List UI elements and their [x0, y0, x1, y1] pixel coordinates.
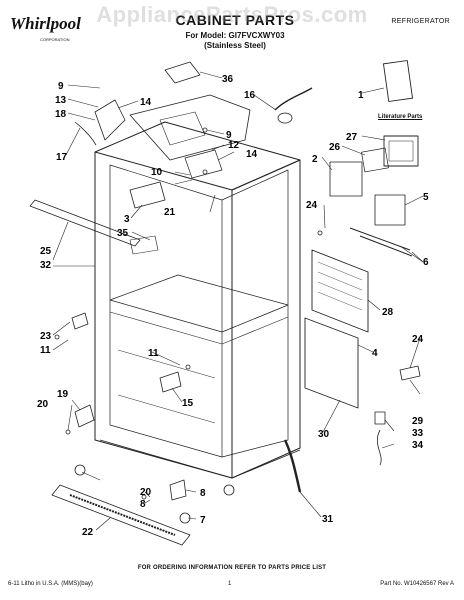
roller: [223, 484, 235, 496]
callout-6: 6: [423, 257, 429, 268]
control-board: [329, 161, 363, 197]
callout-8-repeat: 8: [200, 488, 206, 499]
brand-subtitle: CORPORATION: [40, 37, 70, 42]
callout-5: 5: [423, 192, 429, 203]
callout-1: 1: [358, 90, 364, 101]
callout-19: 19: [57, 389, 69, 400]
callout-3: 3: [124, 214, 130, 225]
callout-9: 9: [58, 81, 64, 92]
callout-20-repeat: 20: [140, 487, 152, 498]
document-type: REFRIGERATOR: [391, 18, 450, 25]
callout-24-repeat: 24: [412, 334, 424, 345]
callout-22: 22: [82, 527, 94, 538]
callout-33: 33: [412, 428, 424, 439]
rear-grille: [311, 249, 369, 333]
literature-book: [383, 60, 413, 102]
brand-logo: Whirlpool CORPORATION: [10, 14, 81, 44]
callout-11-repeat: 11: [148, 348, 159, 359]
brand-name: Whirlpool: [10, 14, 81, 33]
model-line: For Model: GI7FVCXWY03: [185, 31, 285, 40]
model-info: For Model: GI7FVCXWY03 (Stainless Steel): [150, 31, 320, 51]
callout-10: 10: [151, 167, 163, 178]
print-info: 6-11 Litho in U.S.A. (MMS)(bay): [8, 581, 93, 587]
callout-28: 28: [382, 307, 394, 318]
leader-lines: [52, 71, 424, 531]
callout-36: 36: [222, 74, 234, 85]
hinge-cover: [164, 61, 201, 84]
callout-8: 8: [140, 499, 146, 510]
callout-32: 32: [40, 260, 52, 271]
callout-20: 20: [37, 399, 49, 410]
water-tube: [274, 87, 313, 111]
callout-18: 18: [55, 109, 67, 120]
callout-21: 21: [164, 207, 176, 218]
callout-23: 23: [40, 331, 52, 342]
callout-14: 14: [140, 97, 152, 108]
callout-29: 29: [412, 416, 424, 427]
callout-12: 12: [228, 140, 240, 151]
callout-14-repeat: 14: [246, 149, 258, 160]
callout-9-repeat: 9: [226, 130, 232, 141]
callout-24: 24: [306, 200, 318, 211]
hinge-top: [184, 149, 223, 179]
handle: [283, 439, 302, 493]
callout-4: 4: [372, 348, 378, 359]
callout-16: 16: [244, 90, 256, 101]
cabinet-side: [231, 159, 301, 479]
ordering-note: FOR ORDERING INFORMATION REFER TO PARTS …: [137, 565, 327, 571]
control-board-right: [374, 194, 406, 226]
callout-17: 17: [56, 152, 68, 163]
toe-panel: [304, 317, 359, 409]
callout-27: 27: [346, 132, 358, 143]
callout-2: 2: [312, 154, 318, 165]
callout-7: 7: [200, 515, 206, 526]
trim-rail: [29, 199, 141, 247]
callout-26: 26: [329, 142, 341, 153]
callout-31: 31: [322, 514, 334, 525]
part-number: Part No. W10426567 Rev A: [380, 581, 454, 587]
cabinet-top: [94, 121, 301, 191]
callout-labels: 1 2 3 4 5 6 7 8 9 10 11 12 13 14 15 16 1…: [37, 74, 429, 538]
callout-25: 25: [40, 246, 52, 257]
callout-34: 34: [412, 440, 424, 451]
mullion: [109, 274, 289, 333]
callout-15: 15: [182, 398, 194, 409]
cabinet-drawing: [29, 60, 421, 546]
upper-hinge-left: [94, 99, 126, 141]
callout-11: 11: [40, 345, 51, 356]
leveler-left: [74, 464, 86, 476]
bracket-hinge: [74, 404, 95, 428]
callout-30: 30: [318, 429, 330, 440]
literature-parts-label: Literature Parts: [378, 114, 423, 120]
callout-13: 13: [55, 95, 67, 106]
callout-35: 35: [117, 228, 129, 239]
bracket-left: [71, 312, 89, 330]
base-rail: [51, 484, 191, 546]
diagram-title: CABINET PARTS: [175, 12, 295, 28]
variant-line: (Stainless Steel): [204, 41, 266, 50]
page-number: 1: [228, 581, 232, 587]
literature-frame: [383, 135, 419, 167]
